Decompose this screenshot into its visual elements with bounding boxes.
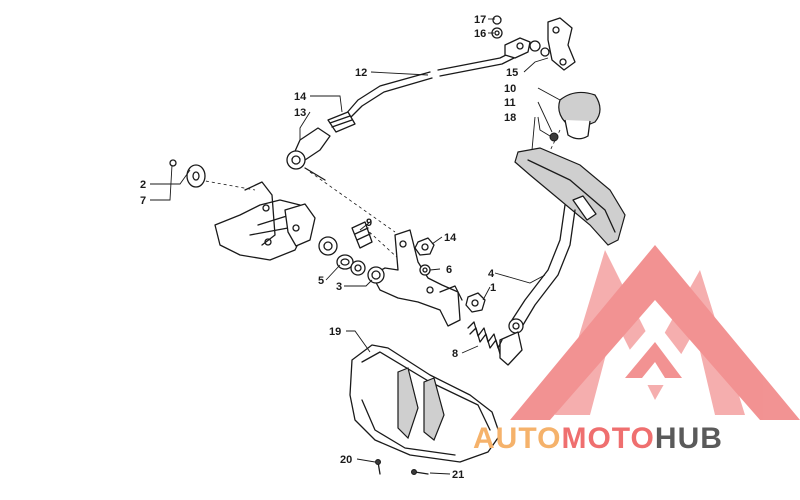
watermark-moto: MOTO [561, 422, 654, 455]
callout-10: 10 [504, 83, 516, 95]
callout-12: 12 [355, 67, 367, 79]
leader-lines [150, 18, 561, 475]
callout-2: 2 [140, 179, 146, 191]
callout-15: 15 [506, 67, 518, 79]
part-14-nut [414, 237, 435, 256]
part-8-spring [467, 321, 503, 355]
part-4-shift-lever [499, 204, 576, 366]
logo-inner-spiral [625, 342, 682, 378]
callout-4: 4 [488, 268, 495, 280]
part-5-o-rings [336, 254, 366, 276]
callout-20: 20 [340, 454, 352, 466]
part-18-handle [514, 147, 626, 246]
callout-3: 3 [336, 281, 342, 293]
watermark-logo [510, 245, 800, 420]
part-21-screw [411, 469, 429, 475]
watermark-hub: HUB [655, 422, 723, 455]
callout-8: 8 [452, 348, 458, 360]
part-19-shift-cover [349, 344, 501, 463]
callout-21: 21 [452, 469, 464, 481]
assembly-lines [199, 129, 561, 261]
part-10-shift-knob [549, 91, 601, 142]
callout-1: 1 [490, 282, 496, 294]
callout-5: 5 [318, 275, 324, 287]
mounting-bracket [214, 181, 316, 261]
svg-text:AUTOMOTOHUB: AUTOMOTOHUB [473, 422, 723, 455]
watermark-auto: AUTO [473, 422, 561, 455]
part-20-screw [375, 459, 381, 475]
callout-13: 13 [294, 107, 306, 119]
callout-9: 9 [366, 217, 372, 229]
logo-m-mark [555, 250, 745, 415]
callout-18: 18 [504, 112, 516, 124]
callout-14-lower: 14 [444, 232, 457, 244]
callout-16: 16 [474, 28, 486, 40]
part-15-linkage [491, 15, 576, 71]
part-1-nut [465, 292, 486, 313]
callout-6: 6 [446, 264, 452, 276]
part-12-shift-rod [344, 37, 531, 121]
callouts: 17 16 12 15 10 14 11 13 18 2 7 9 14 6 4 … [140, 14, 518, 481]
bushing [318, 236, 338, 256]
part-13-rod-end [286, 111, 356, 181]
part-9-pin [351, 221, 373, 249]
callout-17: 17 [474, 14, 486, 26]
callout-19: 19 [329, 326, 341, 338]
part-3-shift-shaft [367, 229, 463, 327]
callout-7: 7 [140, 195, 146, 207]
part-6-washer [419, 264, 431, 276]
callout-11: 11 [504, 97, 516, 109]
callout-14-upper: 14 [294, 91, 307, 103]
watermark-wordmark: AUTOMOTOHUB [473, 422, 723, 455]
part-2-washer [169, 159, 206, 188]
